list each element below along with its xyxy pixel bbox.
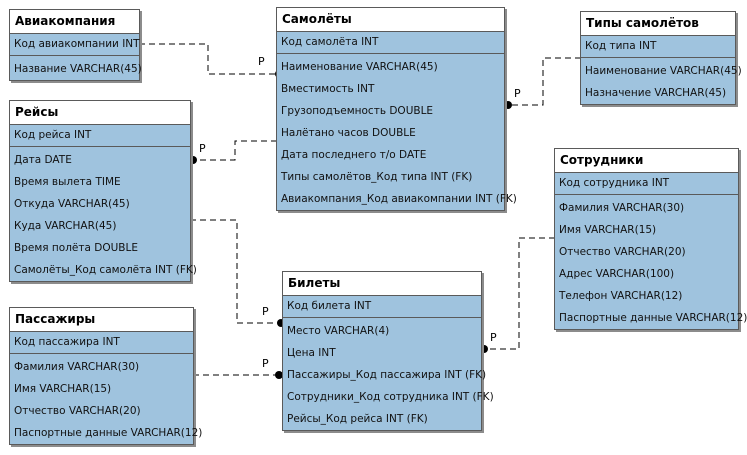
link-employees-tickets [481,237,555,350]
entity-aircraft[interactable]: Самолёты Код самолёта INT Наименование V… [276,7,517,211]
entity-field: Паспортные данные VARCHAR(12) [559,312,747,324]
entity-field: Дата DATE [14,154,72,166]
entity-field: Грузоподъемность DOUBLE [281,105,434,117]
entity-field: Откуда VARCHAR(45) [14,198,130,210]
entity-field: Самолёты_Код самолёта INT (FK) [14,264,197,276]
entity-field: Отчество VARCHAR(20) [14,405,141,417]
entity-field: Цена INT [287,347,336,359]
link-flights-tickets [190,219,281,324]
entity-field: Сотрудники_Код сотрудника INT (FK) [287,391,494,403]
entity-field: Наименование VARCHAR(45) [281,61,438,73]
link-end-dot [275,371,283,379]
entity-field: Имя VARCHAR(15) [14,383,112,395]
entity-employees[interactable]: Сотрудники Код сотрудника INT Фамилия VA… [554,148,747,330]
entity-title: Самолёты [277,8,504,32]
link-types-aircraft [507,57,581,106]
entity-field: Назначение VARCHAR(45) [585,87,727,99]
relationship-label: P [258,55,265,68]
link-aircraft-flights [190,140,277,161]
entity-field: Дата последнего т/о DATE [281,149,427,161]
entity-field: Телефон VARCHAR(12) [559,290,683,302]
relationship-label: P [262,305,269,318]
entity-field: Фамилия VARCHAR(30) [14,361,140,373]
entity-airline[interactable]: Авиакомпания Код авиакомпании INT Назван… [9,9,142,81]
relationship-label: P [490,331,497,344]
entity-title: Авиакомпания [10,10,139,34]
entity-title: Рейсы [10,101,190,125]
primary-key-field: Код самолёта INT [277,32,504,54]
entity-field: Типы самолётов_Код типа INT (FK) [281,171,473,183]
entity-field: Авиакомпания_Код авиакомпании INT (FK) [281,193,517,205]
entity-aircraft-types[interactable]: Типы самолётов Код типа INT Наименование… [580,11,742,105]
entity-field: Время вылета TIME [14,176,121,188]
entity-title: Билеты [283,272,481,296]
primary-key-field: Код типа INT [581,36,735,58]
entity-passengers[interactable]: Пассажиры Код пассажира INT Фамилия VARC… [9,307,203,445]
link-end-dot [504,101,512,109]
entity-title: Типы самолётов [581,12,735,36]
primary-key-field: Код рейса INT [10,125,190,147]
entity-field: Паспортные данные VARCHAR(12) [14,427,203,439]
primary-key-field: Код авиакомпании INT [10,34,140,56]
entity-field: Имя VARCHAR(15) [559,224,657,236]
link-end-dot [189,156,197,164]
link-airline-aircraft [139,43,277,75]
primary-key-field: Код сотрудника INT [555,173,738,195]
primary-key-field: Код пассажира INT [10,332,193,354]
entity-title: Пассажиры [10,308,193,332]
entity-field: Фамилия VARCHAR(30) [559,202,685,214]
entity-field: Вместимость INT [281,83,375,95]
entity-field: Место VARCHAR(4) [287,325,390,337]
entity-flights[interactable]: Рейсы Код рейса INT Дата DATE Время выле… [9,100,197,282]
entity-field: Наименование VARCHAR(45) [585,65,742,77]
link-end-dot [480,345,488,353]
relationship-label: P [199,142,206,155]
entity-field: Отчество VARCHAR(20) [559,246,686,258]
primary-key-field: Код билета INT [283,296,481,318]
entity-field: Время полёта DOUBLE [14,242,138,254]
entity-title: Сотрудники [555,149,738,173]
entity-field: Куда VARCHAR(45) [14,220,117,232]
relationship-label: P [514,87,521,100]
relationship-label: P [262,357,269,370]
entity-tickets[interactable]: Билеты Код билета INT Место VARCHAR(4) Ц… [282,271,494,431]
entity-field: Налётано часов DOUBLE [281,127,416,139]
entity-field: Рейсы_Код рейса INT (FK) [287,413,428,425]
entity-field: Адрес VARCHAR(100) [559,268,675,280]
entity-field: Название VARCHAR(45) [14,63,142,75]
entity-field: Пассажиры_Код пассажира INT (FK) [287,369,487,381]
